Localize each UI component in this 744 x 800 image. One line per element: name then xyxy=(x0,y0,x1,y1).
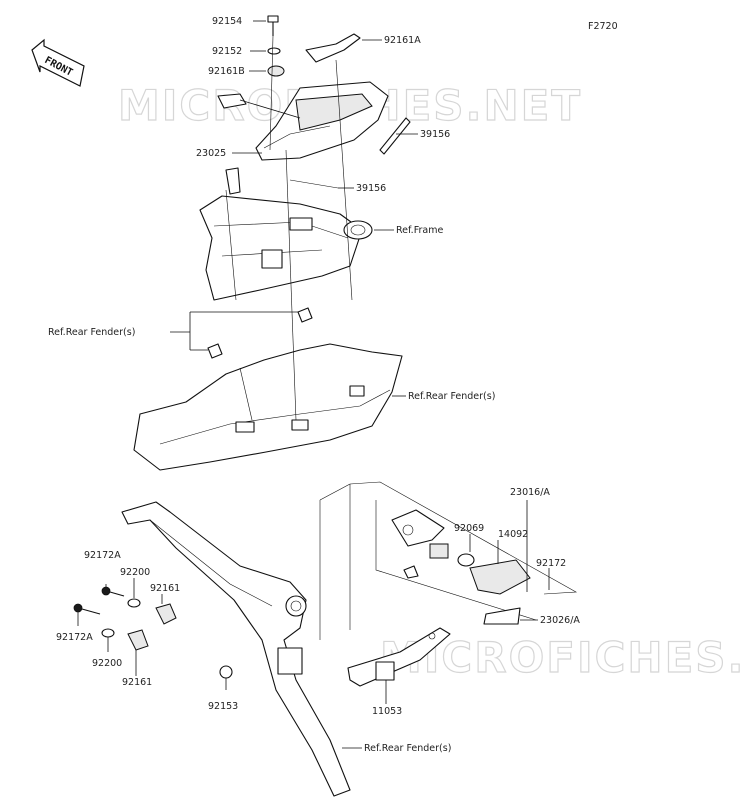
label-92200-upper: 92200 xyxy=(120,567,150,578)
label-92172a-lower: 92172A xyxy=(56,632,93,643)
seat-frame-bracket xyxy=(199,167,373,301)
label-92153: 92153 xyxy=(208,701,238,712)
label-23026a: 23026/A xyxy=(540,615,580,626)
license-plate-stay xyxy=(121,501,451,797)
label-ref-rear-fender-1: Ref.Rear Fender(s) xyxy=(48,327,135,338)
label-92152: 92152 xyxy=(212,46,242,57)
label-92161b: 92161B xyxy=(208,66,245,77)
label-92172: 92172 xyxy=(536,558,566,569)
license-lamp-assembly xyxy=(319,481,578,640)
label-92200-lower: 92200 xyxy=(92,658,122,669)
tail-light-assembly xyxy=(217,15,411,189)
front-arrow-icon: FRONT xyxy=(31,38,85,87)
label-92161-upper: 92161 xyxy=(150,583,180,594)
label-14092: 14092 xyxy=(498,529,528,540)
label-39156-lower: 39156 xyxy=(356,183,386,194)
rear-fender xyxy=(133,307,403,471)
label-ref-frame: Ref.Frame xyxy=(396,225,443,236)
label-92161a: 92161A xyxy=(384,35,421,46)
leader-lines xyxy=(77,20,550,749)
label-92172a-upper: 92172A xyxy=(84,550,121,561)
assembly-lines xyxy=(225,35,353,421)
label-92069: 92069 xyxy=(454,523,484,534)
label-11053: 11053 xyxy=(372,706,402,717)
part-labels: 92154 92152 92161B 92161A 39156 23025 39… xyxy=(48,16,580,754)
label-23016a: 23016/A xyxy=(510,487,550,498)
label-92161-lower: 92161 xyxy=(122,677,152,688)
label-92154: 92154 xyxy=(212,16,242,27)
label-ref-rear-fender-3: Ref.Rear Fender(s) xyxy=(364,743,451,754)
diagram-id: F2720 xyxy=(588,21,618,32)
label-39156-upper: 39156 xyxy=(420,129,450,140)
label-23025: 23025 xyxy=(196,148,226,159)
label-ref-rear-fender-2: Ref.Rear Fender(s) xyxy=(408,391,495,402)
